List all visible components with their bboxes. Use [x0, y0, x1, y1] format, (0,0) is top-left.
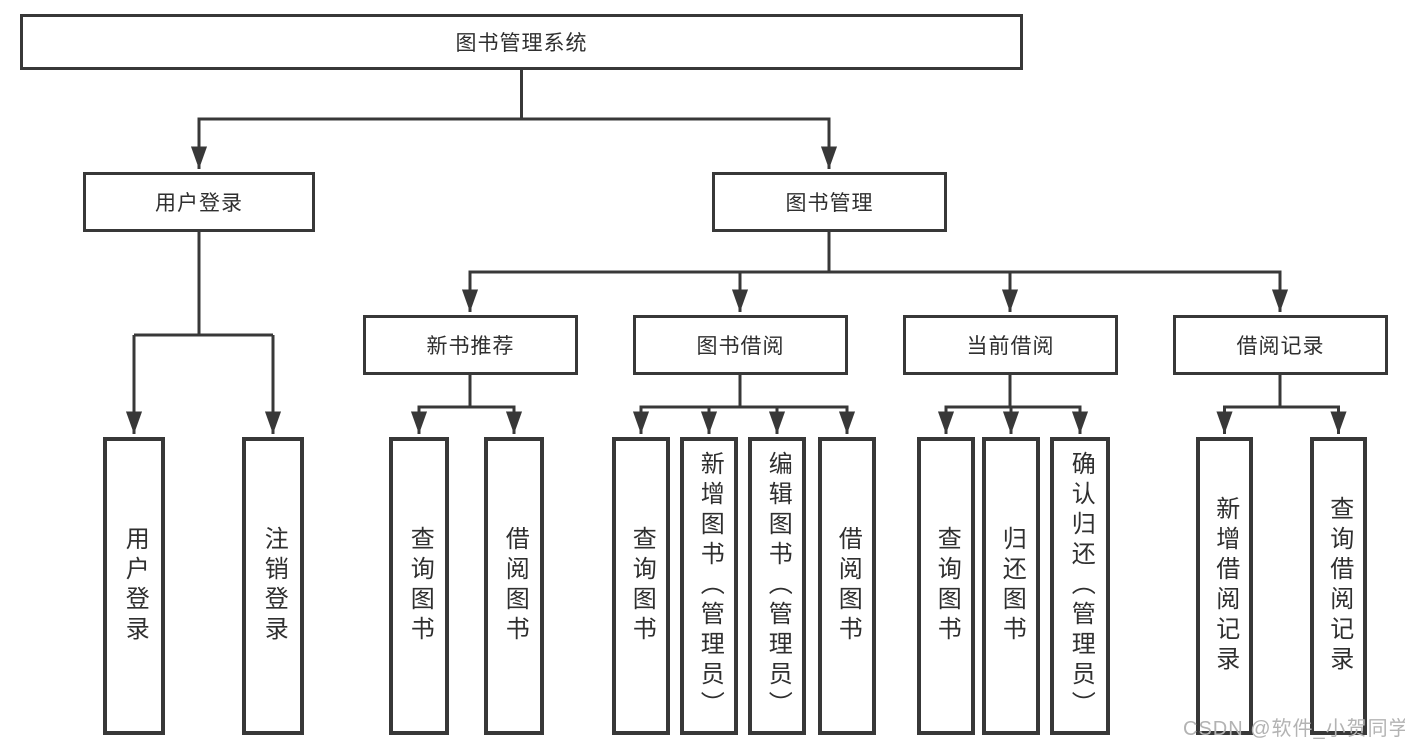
node-new-book-recommend: 新书推荐 — [363, 315, 578, 375]
leaf-edit-book-admin: 编辑图书（管理员） — [748, 437, 806, 735]
node-label: 借阅图书 — [501, 526, 529, 646]
node-label: 注销登录 — [260, 526, 288, 646]
leaf-query-borrow-record: 查询借阅记录 — [1310, 437, 1367, 735]
node-label: 图书借阅 — [696, 335, 785, 358]
csdn-watermark: CSDN @软件_小贺同学 — [1183, 718, 1405, 740]
node-label: 当前借阅 — [966, 335, 1055, 358]
leaf-user-login: 用户登录 — [103, 437, 165, 735]
leaf-return-book: 归还图书 — [982, 437, 1040, 735]
leaf-add-book-admin: 新增图书（管理员） — [680, 437, 738, 735]
node-label: 归还图书 — [998, 526, 1026, 646]
node-label: 用户登录 — [121, 526, 149, 646]
node-label: 确认归还（管理员） — [1067, 451, 1095, 721]
node-current-borrow: 当前借阅 — [903, 315, 1118, 375]
leaf-query-book-borrow: 查询图书 — [612, 437, 670, 735]
leaf-query-book-recommend: 查询图书 — [389, 437, 449, 735]
node-label: 新书推荐 — [426, 335, 515, 358]
node-label: 查询借阅记录 — [1325, 496, 1353, 676]
node-book-borrow: 图书借阅 — [633, 315, 848, 375]
node-label: 查询图书 — [933, 526, 961, 646]
leaf-add-borrow-record: 新增借阅记录 — [1196, 437, 1253, 735]
node-user-login: 用户登录 — [83, 172, 315, 232]
node-label: 新增借阅记录 — [1211, 496, 1239, 676]
node-library-management-system: 图书管理系统 — [20, 14, 1023, 70]
leaf-logout-login: 注销登录 — [242, 437, 304, 735]
node-label: 图书管理系统 — [455, 32, 588, 55]
node-label: 图书管理 — [785, 192, 874, 215]
node-borrow-record: 借阅记录 — [1173, 315, 1388, 375]
leaf-query-book-current: 查询图书 — [917, 437, 975, 735]
node-label: 借阅图书 — [834, 526, 862, 646]
node-label: 用户登录 — [155, 192, 243, 215]
node-label: 借阅记录 — [1236, 335, 1325, 358]
node-book-management: 图书管理 — [712, 172, 947, 232]
leaf-borrow-book: 借阅图书 — [818, 437, 876, 735]
node-label: 编辑图书（管理员） — [764, 451, 792, 721]
leaf-borrow-book-recommend: 借阅图书 — [484, 437, 544, 735]
node-label: 新增图书（管理员） — [696, 451, 724, 721]
node-label: 查询图书 — [628, 526, 656, 646]
node-label: 查询图书 — [406, 526, 434, 646]
leaf-confirm-return-admin: 确认归还（管理员） — [1050, 437, 1110, 735]
